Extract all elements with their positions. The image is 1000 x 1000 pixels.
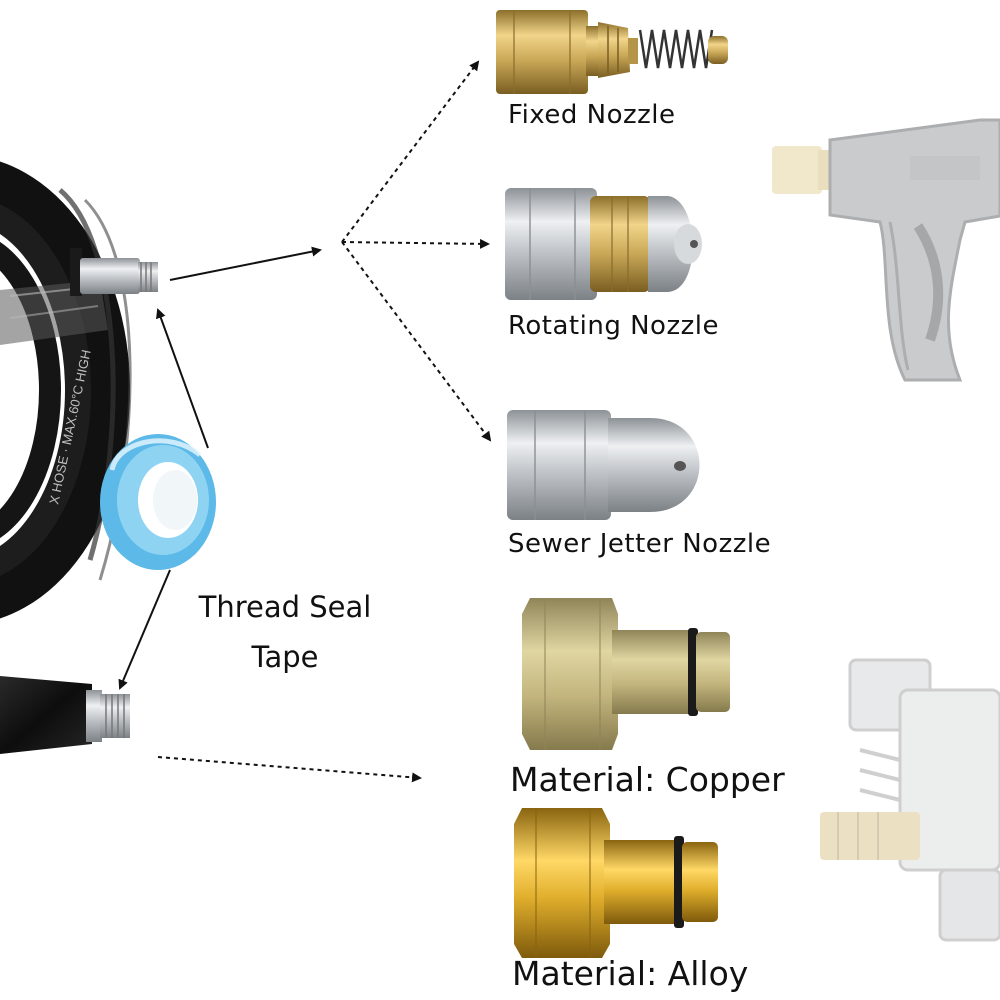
sewer-jetter-nozzle-label: Sewer Jetter Nozzle (508, 529, 772, 559)
arrow-dotted-fixed (341, 60, 480, 243)
connection-arrows (118, 60, 492, 783)
thread-seal-tape-label-line1: Thread Seal (198, 590, 372, 624)
fixed-nozzle-image (496, 10, 728, 94)
thread-seal-tape-image (100, 434, 216, 570)
arrow-tape-to-top-fitting (156, 308, 209, 449)
arrow-dotted-sewer (341, 241, 492, 442)
hose-end-fitting-top (70, 248, 158, 296)
rotating-nozzle-label: Rotating Nozzle (508, 311, 719, 341)
thread-seal-tape-label: Thread Seal Tape (180, 582, 390, 682)
pressure-washer-pump-image (820, 658, 1000, 942)
fixed-nozzle-label: Fixed Nozzle (508, 100, 676, 130)
arrow-dotted-to-connectors (157, 756, 422, 783)
hose-coil-image: X HOSE · MAX.60°C HIGH (0, 161, 132, 619)
sewer-jetter-nozzle-image (507, 410, 700, 520)
rotating-nozzle-image (505, 188, 702, 300)
arrow-dotted-rotating (341, 238, 490, 249)
alloy-connector-image (514, 808, 718, 958)
arrow-tape-to-bottom-fitting (118, 569, 171, 690)
copper-connector-image (522, 598, 730, 750)
thread-seal-tape-label-line2: Tape (251, 640, 319, 674)
hose-end-fitting-bottom (0, 676, 130, 754)
material-alloy-label: Material: Alloy (512, 954, 749, 993)
spray-gun-image (772, 118, 1000, 382)
material-copper-label: Material: Copper (510, 760, 785, 799)
arrow-hose-to-nozzles (169, 246, 322, 281)
